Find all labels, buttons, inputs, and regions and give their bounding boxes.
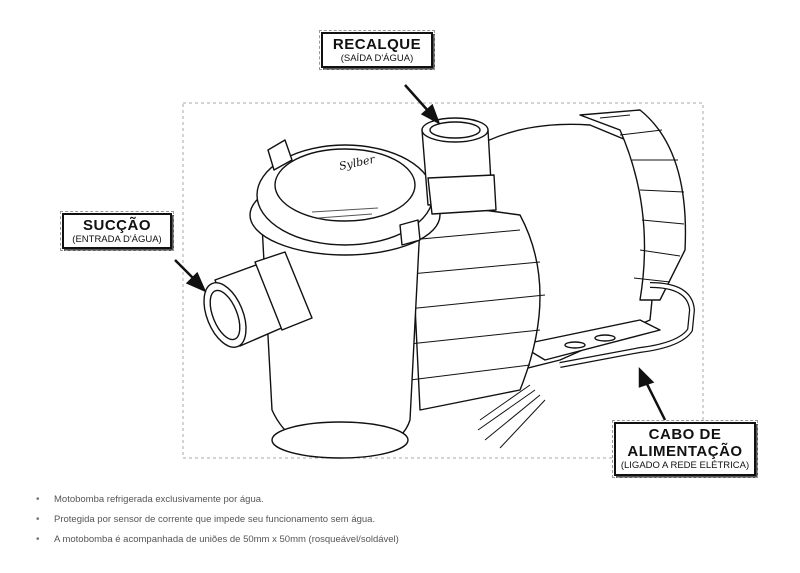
base-plate [519, 319, 661, 361]
cabo-title-line2: ALIMENTAÇÃO [627, 443, 743, 460]
cabo-callout: CABO DE ALIMENTAÇÃO (LIGADO A REDE ELÉTR… [612, 420, 758, 478]
leader-arrows [174, 84, 667, 421]
cabo-title-line1: CABO DE [648, 426, 722, 443]
lid-lettering [311, 207, 379, 219]
lid-top [274, 148, 416, 222]
recalque-title: RECALQUE [332, 36, 422, 53]
outlet-pipe-inner [429, 121, 481, 139]
recalque-callout: RECALQUE (SAÍDA D'ÁGUA) [319, 30, 435, 70]
arrow-succao [174, 259, 196, 281]
pump-pot-bottom [271, 421, 409, 459]
cable-wires [477, 384, 546, 449]
cabo-subtitle: (LIGADO A REDE ELÉTRICA) [620, 460, 750, 471]
outlet-union [427, 174, 497, 215]
succao-callout: SUCÇÃO (ENTRADA D'ÁGUA) [60, 211, 174, 251]
recalque-subtitle: (SAÍDA D'ÁGUA) [340, 53, 414, 64]
arrow-recalque [404, 84, 431, 114]
motor-fins [599, 114, 685, 283]
arrow-cabo [643, 379, 667, 421]
base-slot-1 [564, 341, 586, 349]
inlet-pipe-inner [209, 289, 241, 341]
pump-diagram: Sylber [174, 84, 704, 459]
adapter-ribs [397, 229, 546, 381]
pump-illustration: Sylber [203, 109, 695, 459]
feature-item: Protegida por sensor de corrente que imp… [36, 510, 399, 530]
pump-adapter [409, 199, 541, 411]
feature-item: A motobomba é acompanhada de uniões de 5… [36, 530, 399, 550]
base-slot-2 [594, 334, 616, 342]
inlet-union [254, 251, 313, 331]
lid-tab-left [267, 139, 293, 171]
lid-tab-right [399, 219, 421, 246]
succao-subtitle: (ENTRADA D'ÁGUA) [72, 234, 162, 245]
succao-title: SUCÇÃO [82, 217, 151, 234]
feature-item: Motobomba refrigerada exclusivamente por… [36, 490, 399, 510]
pump-dashed-frame [182, 102, 704, 459]
feature-list: Motobomba refrigerada exclusivamente por… [36, 490, 399, 550]
